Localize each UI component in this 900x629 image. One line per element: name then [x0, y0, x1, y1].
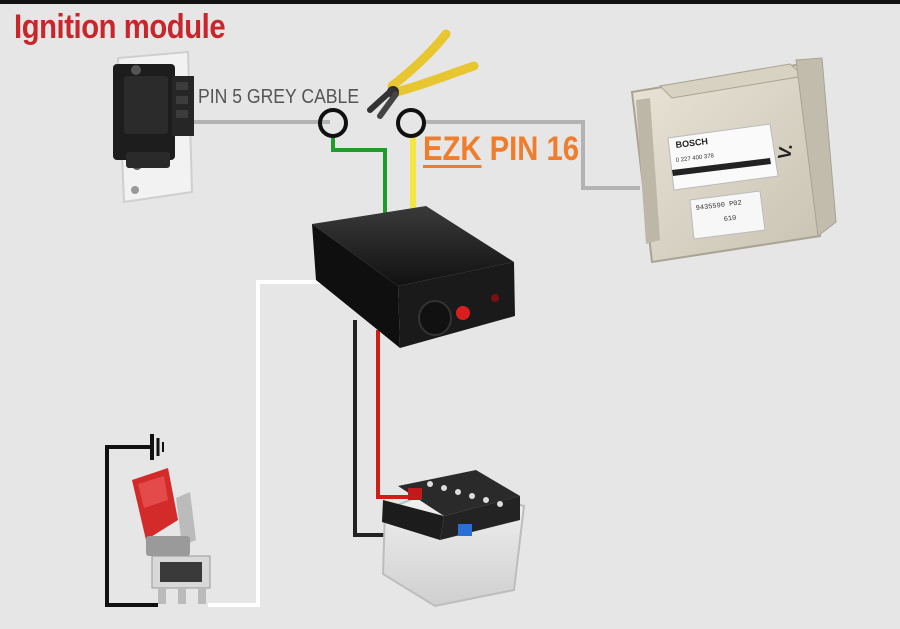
ezk-pin-label: EZK PIN 16: [423, 130, 579, 169]
ecu-side-mark: V.: [774, 143, 796, 161]
ground-wire: [105, 445, 158, 607]
ecu-part-no: 0 227 400 378: [676, 153, 715, 164]
splice-circle-left: [318, 108, 348, 138]
toggle-switch: [132, 468, 211, 604]
ezk-pin-text: PIN 16: [481, 130, 579, 168]
control-box: [312, 206, 515, 348]
ignition-module: [113, 50, 194, 204]
ezk-underlined-text: EZK: [423, 130, 482, 168]
negative-terminal: [458, 524, 472, 536]
positive-terminal: [408, 488, 422, 500]
ecu-brand: BOSCH: [675, 136, 708, 150]
green-wire: [331, 137, 387, 215]
grey-cable-label: PIN 5 GREY CABLE: [198, 86, 360, 108]
page-title: Ignition module: [14, 8, 226, 46]
ecu-sticker-code: 610: [723, 215, 736, 224]
battery: [381, 470, 526, 608]
white-wire: [208, 280, 324, 607]
grey-wire-to-ecu: [425, 120, 640, 190]
led-indicator: [491, 294, 499, 302]
ecu-unit: BOSCH 0 227 400 378 9435590 P02 610 V.: [630, 57, 837, 264]
splice-circle-right: [396, 108, 426, 138]
red-wire: [376, 330, 410, 499]
ground-symbol-icon: [150, 434, 164, 460]
top-border: [0, 0, 900, 4]
pliers-icon: [367, 29, 479, 119]
red-button: [456, 306, 470, 320]
control-knob: [418, 300, 452, 336]
